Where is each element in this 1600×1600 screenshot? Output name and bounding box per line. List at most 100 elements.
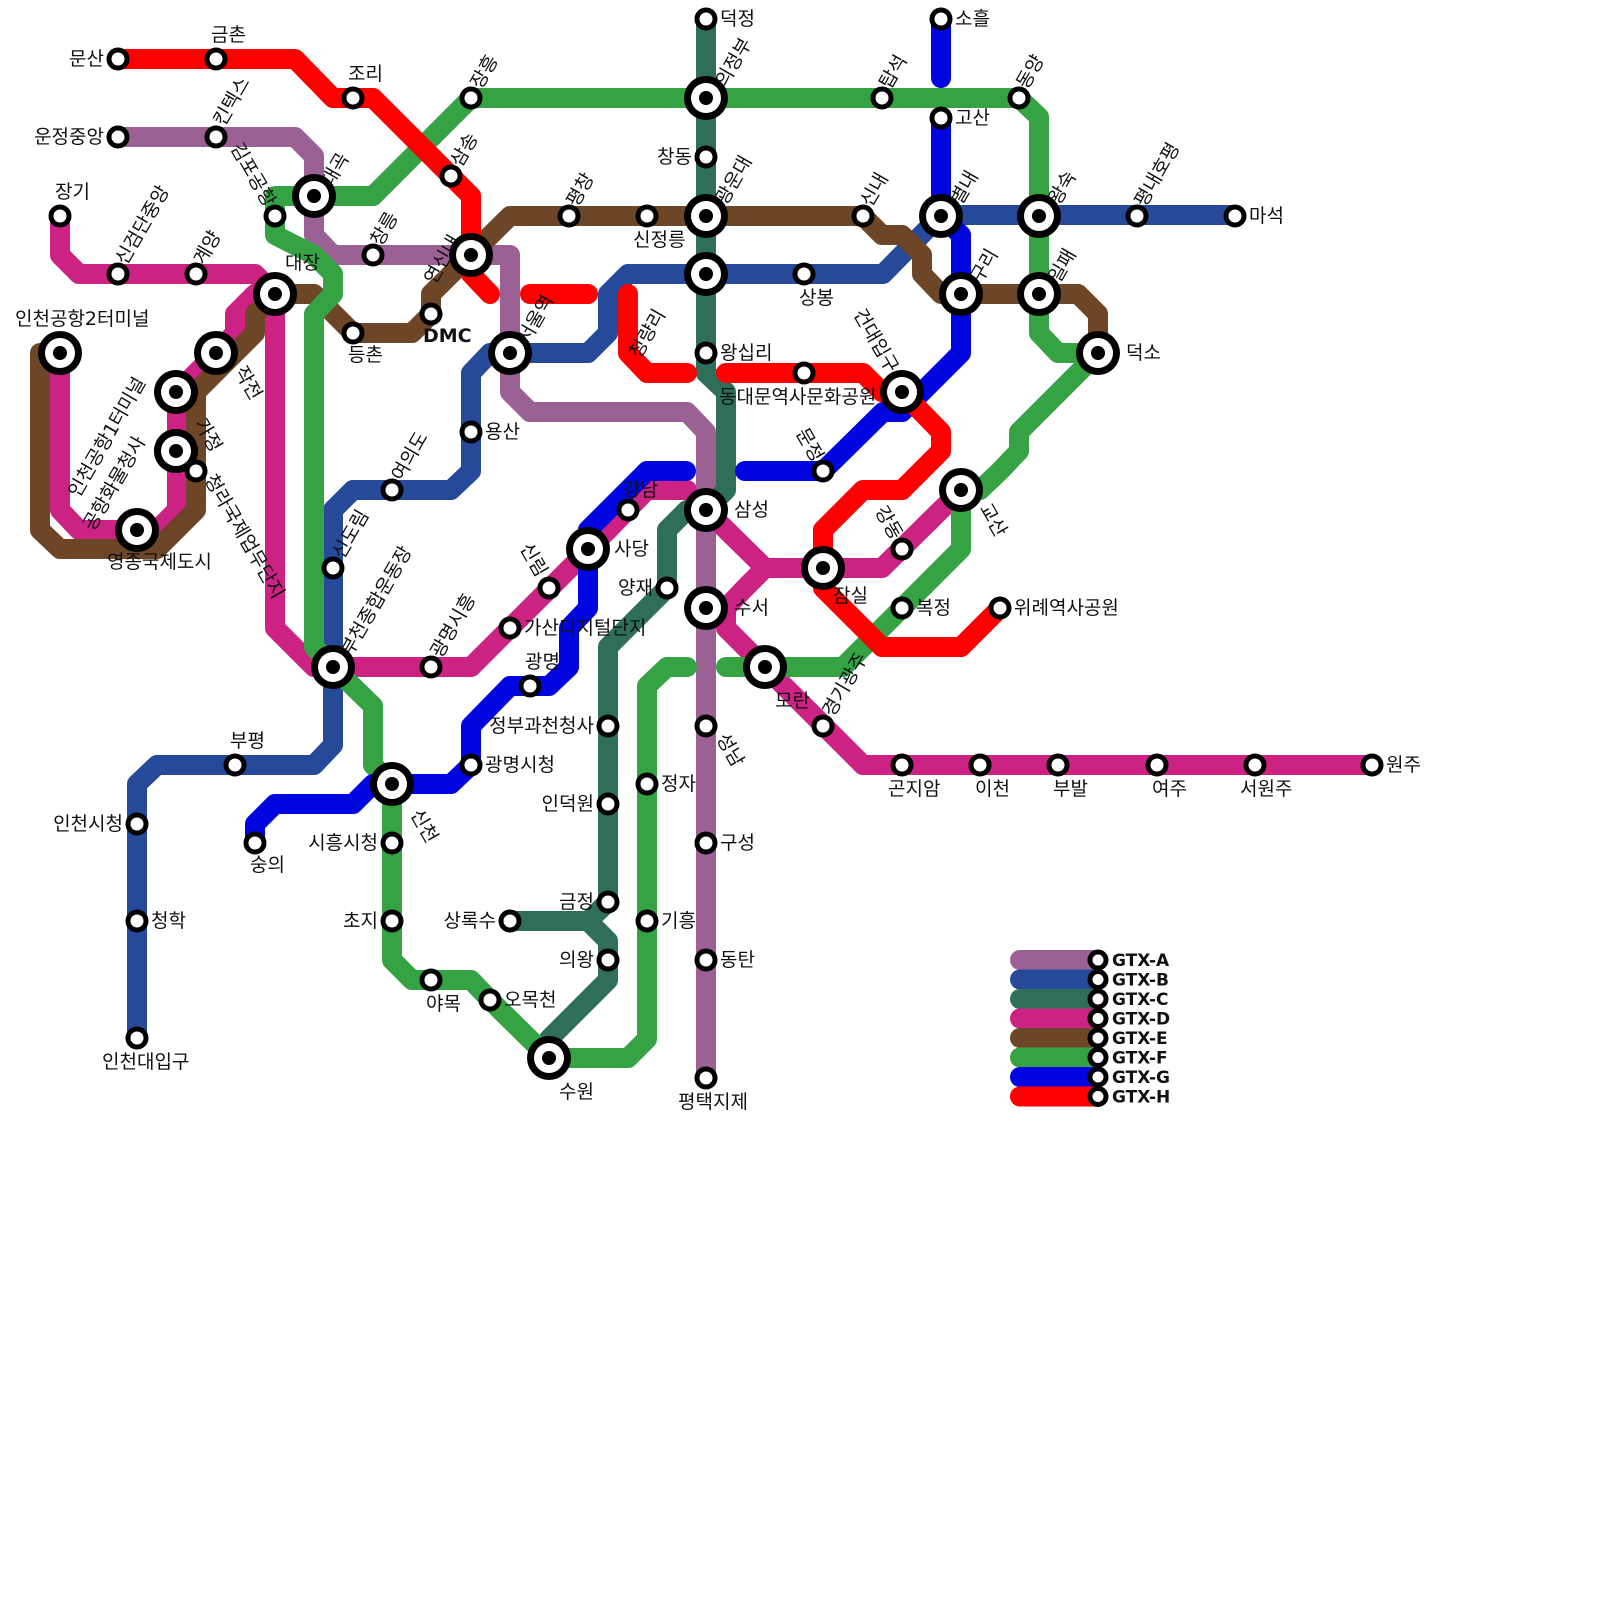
station-label-yangju: 동양 [1012, 51, 1049, 92]
station-label-pyeongtaek: 평택지제 [678, 1091, 748, 1113]
station-yeonsinnae [449, 233, 493, 277]
station-cheongnyangni [684, 252, 728, 296]
station-label-maseok: 마석 [1249, 205, 1284, 227]
station-label-seongnam: 성남 [712, 730, 749, 771]
legend-marker-d [1087, 1008, 1109, 1029]
station-label-bokjeong: 복정 [916, 597, 951, 619]
station-label-suseo: 수서 [734, 597, 769, 619]
station-label-bupyeong: 부평 [230, 730, 265, 752]
station-wangsuk [1017, 194, 1061, 238]
station-yangjae [655, 576, 679, 600]
station-byeollae [919, 194, 963, 238]
station-gyeyang [184, 262, 208, 286]
station-label-geumchon: 금촌 [211, 24, 246, 46]
station-label-soheul: 소흘 [955, 8, 990, 30]
station-label-jangheung: 장흥 [466, 51, 503, 92]
legend-marker-b [1087, 969, 1109, 990]
station-label-moran: 모란 [775, 690, 810, 712]
station-sangbong [792, 262, 816, 286]
station-label-ddp: 동대문역사문화공원 [719, 386, 876, 408]
station-label-gonjiam: 곤지암 [888, 778, 940, 800]
station-soheul [929, 7, 953, 31]
station-sungui [243, 831, 267, 855]
line-a-path [108, 127, 716, 1088]
station-kintex [204, 125, 228, 149]
station-label-seoul: 서울역 [513, 291, 558, 347]
station-label-sungui: 숭의 [250, 854, 285, 876]
legend-label-f: GTX-F [1112, 1049, 1168, 1069]
station-airport1 [154, 370, 198, 414]
station-jeongja [635, 772, 659, 796]
station-tapseok [870, 86, 894, 110]
legend-label-g: GTX-G [1112, 1068, 1170, 1088]
station-label-geumjeong: 금정 [559, 891, 594, 913]
station-label-jori: 조리 [348, 63, 383, 85]
station-label-kwangwoon: 광운대 [711, 152, 756, 208]
station-label-uijeongbu: 의정부 [711, 34, 756, 90]
line-e-path [30, 206, 1108, 559]
station-label-icheon: 이천 [975, 778, 1010, 800]
station-label-uiwang: 의왕 [559, 949, 594, 971]
station-markers [38, 7, 1384, 1090]
station-unjeong [106, 125, 130, 149]
station-wirye [988, 596, 1012, 620]
station-gimpo [263, 204, 287, 228]
station-label-bubal: 부발 [1053, 778, 1088, 800]
station-airport2 [38, 331, 82, 375]
station-label-seowonju: 서원주 [1240, 778, 1292, 800]
station-dmc [419, 302, 443, 326]
station-label-gwacheon: 정부과천청사 [489, 715, 594, 737]
station-incheoncity [125, 812, 149, 836]
station-pyeongchang [557, 204, 581, 228]
station-geumchon [204, 47, 228, 71]
station-moran [743, 645, 787, 689]
station-label-incheoncity: 인천시청 [53, 813, 123, 835]
legend-label-h: GTX-H [1112, 1088, 1170, 1108]
station-daegok [292, 174, 336, 218]
station-label-giheung: 기흥 [661, 910, 696, 932]
station-label-guseong: 구성 [720, 832, 755, 854]
legend-marker-e [1087, 1027, 1109, 1049]
station-label-incheonuniv: 인천대입구 [102, 1051, 189, 1073]
station-deokso [1076, 331, 1120, 375]
station-pyeongtaek [694, 1066, 718, 1090]
station-label-siheung: 시흥시청 [308, 832, 378, 854]
station-bupyeong [223, 753, 247, 777]
station-guri [939, 272, 983, 316]
station-changneung [361, 243, 385, 267]
station-munsan [106, 47, 130, 71]
station-label-dmc: DMC [423, 325, 472, 347]
station-gangdong [890, 537, 914, 561]
station-yeongjong [115, 508, 159, 552]
station-icheon [968, 753, 992, 777]
station-maseok [1223, 204, 1247, 228]
station-deokjeong [694, 7, 718, 31]
station-label-samseong: 삼성 [734, 499, 769, 521]
station-yeouido [380, 478, 404, 502]
station-wangsimni [694, 341, 718, 365]
station-seowonju [1243, 753, 1267, 777]
station-munjeong [811, 459, 835, 483]
station-label-geomdan: 신검단중앙 [111, 182, 174, 269]
station-label-jeongja: 정자 [661, 773, 696, 795]
station-deungchon [341, 321, 365, 345]
station-label-sinjeong: 신정릉 [633, 229, 685, 251]
station-sangroksu [498, 909, 522, 933]
station-uijeongbu [684, 76, 728, 120]
station-label-changdong: 창동 [657, 146, 692, 168]
legend-label-b: GTX-B [1112, 971, 1169, 991]
station-jamsil [801, 546, 845, 590]
station-daejang [253, 272, 297, 316]
station-gyeonggigwangju [811, 714, 835, 738]
station-label-gwangmyeongcity: 광명시청 [485, 754, 555, 776]
station-gajeong [154, 429, 198, 473]
station-label-indeogwon: 인덕원 [542, 793, 594, 815]
station-label-wangsimni: 왕십리 [720, 342, 772, 364]
station-label-wonju: 원주 [1386, 754, 1421, 776]
station-label-gyeyang: 계양 [189, 227, 226, 268]
station-konkuk [880, 370, 924, 414]
station-label-munsan: 문산 [69, 48, 104, 70]
